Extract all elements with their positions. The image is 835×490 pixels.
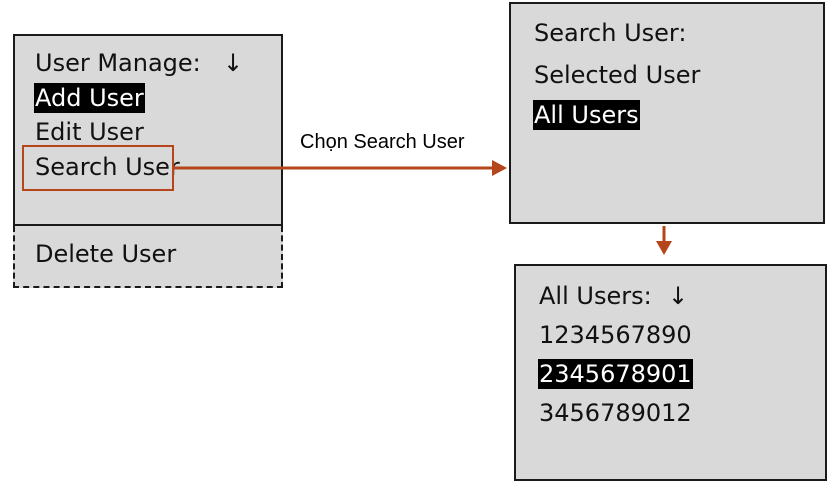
scroll-down-arrow-icon: ↓: [668, 282, 689, 310]
menu-item-delete-user[interactable]: Delete User: [35, 240, 177, 268]
hidden-menu-area: [13, 226, 283, 288]
menu-item-search-user[interactable]: Search User: [35, 153, 180, 181]
user-list-item[interactable]: 1234567890: [539, 321, 692, 349]
user-manage-title: User Manage:: [34, 48, 202, 78]
menu-item-selected-user[interactable]: Selected User: [534, 61, 701, 89]
arrow-down-head-icon: [656, 241, 672, 255]
search-user-title: Search User:: [534, 19, 687, 47]
menu-item-edit-user[interactable]: Edit User: [35, 118, 144, 146]
menu-item-add-user[interactable]: Add User: [34, 83, 145, 113]
transition-label: Chọn Search User: [300, 131, 465, 153]
all-users-title: All Users:: [539, 282, 652, 310]
user-manage-title-text: User Manage:: [35, 49, 201, 77]
scroll-down-arrow-icon: ↓: [223, 49, 244, 77]
user-list-item[interactable]: 3456789012: [539, 399, 692, 427]
search-user-selection-box: [22, 145, 174, 191]
arrow-right-head-icon: [492, 160, 507, 176]
menu-item-all-users[interactable]: All Users: [533, 100, 640, 130]
user-manage-screen: [13, 34, 283, 226]
user-list-item-selected[interactable]: 2345678901: [538, 359, 693, 389]
